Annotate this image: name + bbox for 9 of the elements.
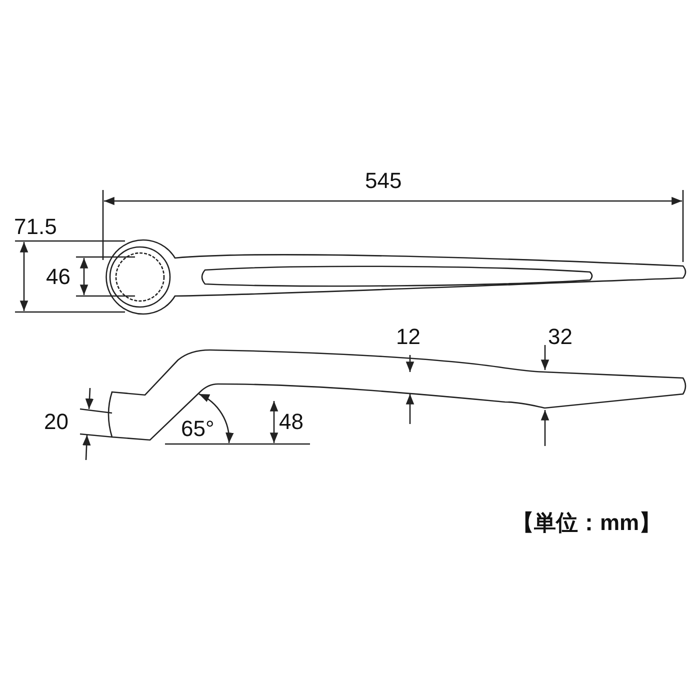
dimension-label: 32 xyxy=(548,326,572,348)
dimension-label: 545 xyxy=(365,170,402,192)
angle-label: 65° xyxy=(181,418,214,440)
dimension-label: 46 xyxy=(46,266,70,288)
dimension-label: 71.5 xyxy=(14,216,57,238)
dimension-label: 12 xyxy=(396,326,420,348)
unit-note: 【単位：mm】 xyxy=(512,512,662,534)
dimension-label: 48 xyxy=(279,411,304,433)
dimension-label: 20 xyxy=(44,411,68,433)
